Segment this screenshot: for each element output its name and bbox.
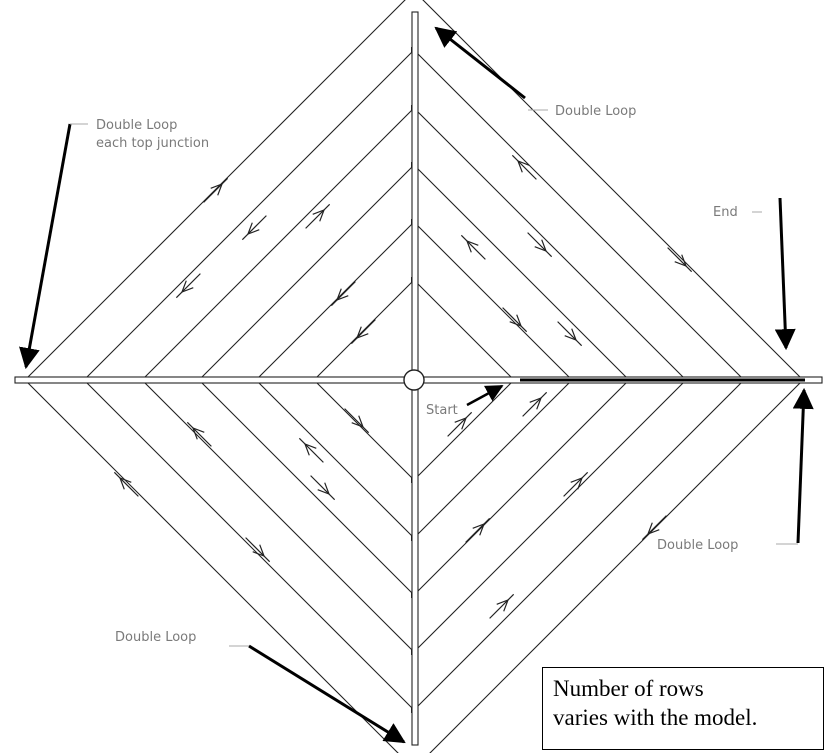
direction-stroke-21 <box>563 471 589 497</box>
note-line-2: varies with the model. <box>553 705 758 730</box>
direction-stroke-7 <box>460 234 486 260</box>
double-loop-right-label: Double Loop <box>657 538 738 553</box>
direction-stroke-10 <box>502 307 528 333</box>
double-loop-right-arrow <box>792 387 814 544</box>
direction-stroke-11 <box>667 247 693 273</box>
direction-stroke-6 <box>241 215 267 241</box>
each-top-junction-label: each top junction <box>96 136 209 151</box>
center-ring <box>403 369 425 391</box>
direction-stroke-23 <box>641 515 667 541</box>
direction-stroke-15 <box>344 408 370 434</box>
end-arrow <box>774 197 796 351</box>
double-loop-bottom-label: Double Loop <box>115 630 196 645</box>
direction-stroke-9 <box>527 232 553 258</box>
direction-stroke-8 <box>511 154 537 180</box>
start-arrow <box>466 384 504 407</box>
note-box: Number of rows varies with the model. <box>542 667 824 750</box>
direction-stroke-3 <box>330 281 356 307</box>
direction-chevrons <box>113 154 693 619</box>
direction-stroke-19 <box>447 411 473 437</box>
end-label: End <box>713 205 738 220</box>
direction-stroke-4 <box>350 319 376 345</box>
note-line-1: Number of rows <box>553 676 704 701</box>
double-loop-left-label: Double Loop <box>96 118 177 133</box>
double-loop-top-label: Double Loop <box>555 104 636 119</box>
double-loop-bottom-arrow <box>248 644 406 744</box>
direction-stroke-5 <box>175 273 201 299</box>
direction-stroke-12 <box>557 321 583 347</box>
direction-stroke-17 <box>113 471 139 497</box>
direction-stroke-20 <box>522 391 548 417</box>
direction-stroke-13 <box>186 421 212 447</box>
double-loop-left-arrow <box>19 123 72 370</box>
double-loop-top-arrow <box>434 26 526 100</box>
direction-stroke-22 <box>465 517 491 543</box>
direction-stroke-18 <box>245 537 271 563</box>
direction-stroke-1 <box>203 177 229 203</box>
direction-stroke-16 <box>310 475 336 501</box>
direction-stroke-14 <box>298 437 324 463</box>
start-label: Start <box>426 403 458 418</box>
direction-stroke-2 <box>305 203 331 229</box>
diamond-row-6 <box>24 0 804 753</box>
direction-stroke-24 <box>489 593 515 619</box>
